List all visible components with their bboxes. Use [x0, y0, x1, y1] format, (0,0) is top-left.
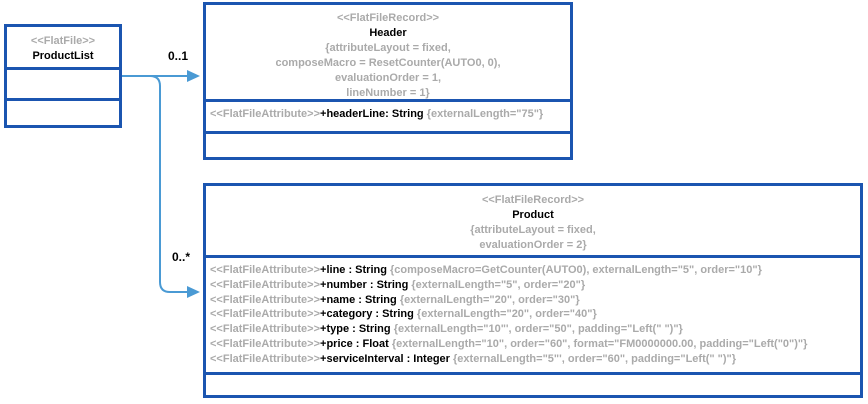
- header-name: Header: [369, 27, 407, 39]
- attribute-row: <<FlatFileAttribute>>+price : Float {ext…: [210, 337, 856, 352]
- attribute-row: <<FlatFileAttribute>>+headerLine: String…: [210, 107, 566, 122]
- attribute-constraint: {externalLength="20", order="30"}: [399, 293, 580, 306]
- attribute-signature: +price : Float: [320, 337, 392, 350]
- productlist-title-compartment: <<FlatFile>> ProductList: [7, 27, 119, 67]
- attribute-stereotype: <<FlatFileAttribute>>: [210, 293, 321, 306]
- class-box-header[interactable]: <<FlatFileRecord>> Header {attributeLayo…: [203, 2, 573, 160]
- product-constraint-line: evaluationOrder = 2}: [479, 239, 587, 251]
- attribute-signature: +type : String: [320, 323, 394, 336]
- attribute-signature: +serviceInterval : Integer: [320, 352, 454, 365]
- header-operations-compartment: [206, 131, 570, 157]
- edge-productlist-to-product[interactable]: [149, 75, 187, 293]
- attribute-constraint: {externalLength="20", order="40"}: [416, 308, 597, 321]
- product-attributes-compartment: <<FlatFileAttribute>>+line : String {com…: [206, 255, 860, 372]
- attribute-row: <<FlatFileAttribute>>+serviceInterval : …: [210, 352, 856, 367]
- productlist-stereotype: <<FlatFile>>: [30, 35, 96, 47]
- arrowhead-header-icon: [187, 70, 200, 82]
- productlist-attributes-compartment: [7, 67, 119, 98]
- attribute-stereotype: <<FlatFileAttribute>>: [210, 308, 321, 321]
- attribute-signature: +line : String: [320, 264, 391, 276]
- product-name: Product: [512, 209, 554, 221]
- product-title-compartment: <<FlatFileRecord>> Product {attributeLay…: [206, 186, 860, 255]
- attribute-constraint: {externalLength="5", order="20"}: [411, 278, 586, 291]
- attribute-stereotype: <<FlatFileAttribute>>: [210, 337, 321, 350]
- attribute-stereotype: <<FlatFileAttribute>>: [210, 352, 321, 365]
- attribute-constraint: {externalLength="5"', order="60", paddin…: [453, 352, 737, 365]
- arrowhead-product-icon: [187, 286, 200, 298]
- multiplicity-header: 0..1: [167, 49, 188, 63]
- attribute-signature: +headerLine: String: [320, 108, 427, 120]
- attribute-signature: +number : String: [320, 278, 412, 291]
- header-stereotype: <<FlatFileRecord>>: [336, 12, 440, 24]
- productlist-operations-compartment: [7, 98, 119, 125]
- multiplicity-product: 0..*: [171, 250, 190, 264]
- attribute-signature: +name : String: [320, 293, 400, 306]
- header-title-compartment: <<FlatFileRecord>> Header {attributeLayo…: [206, 5, 570, 99]
- header-constraint-line: evaluationOrder = 1,: [334, 72, 442, 84]
- attribute-stereotype: <<FlatFileAttribute>>: [210, 264, 321, 276]
- attribute-constraint: {composeMacro=GetCounter(AUTO0), externa…: [390, 264, 762, 276]
- class-box-product[interactable]: <<FlatFileRecord>> Product {attributeLay…: [203, 183, 863, 398]
- attribute-stereotype: <<FlatFileAttribute>>: [210, 323, 321, 336]
- attribute-stereotype: <<FlatFileAttribute>>: [210, 278, 321, 291]
- attribute-row: <<FlatFileAttribute>>+line : String {com…: [210, 263, 856, 278]
- attribute-row: <<FlatFileAttribute>>+type : String {ext…: [210, 322, 856, 337]
- product-operations-compartment: [206, 372, 860, 395]
- class-box-productlist[interactable]: <<FlatFile>> ProductList: [4, 24, 122, 128]
- header-constraint-line: {attributeLayout = fixed,: [325, 42, 451, 54]
- attribute-constraint: {externalLength="75"}: [426, 108, 544, 120]
- product-constraint-line: {attributeLayout = fixed,: [470, 224, 596, 236]
- attribute-row: <<FlatFileAttribute>>+name : String {ext…: [210, 293, 856, 308]
- productlist-name: ProductList: [32, 50, 94, 62]
- header-constraint-line: composeMacro = ResetCounter(AUTO0, 0),: [275, 57, 501, 69]
- header-attributes-compartment: <<FlatFileAttribute>>+headerLine: String…: [206, 99, 570, 131]
- attribute-stereotype: <<FlatFileAttribute>>: [210, 108, 321, 120]
- attribute-constraint: {externalLength="10", order="60", format…: [391, 337, 808, 350]
- attribute-row: <<FlatFileAttribute>>+number : String {e…: [210, 278, 856, 293]
- attribute-signature: +category : String: [320, 308, 417, 321]
- header-constraint-line: lineNumber = 1}: [346, 87, 430, 99]
- attribute-constraint: {externalLength="10"', order="50", paddi…: [393, 323, 683, 336]
- product-stereotype: <<FlatFileRecord>>: [481, 194, 585, 206]
- attribute-row: <<FlatFileAttribute>>+category : String …: [210, 307, 856, 322]
